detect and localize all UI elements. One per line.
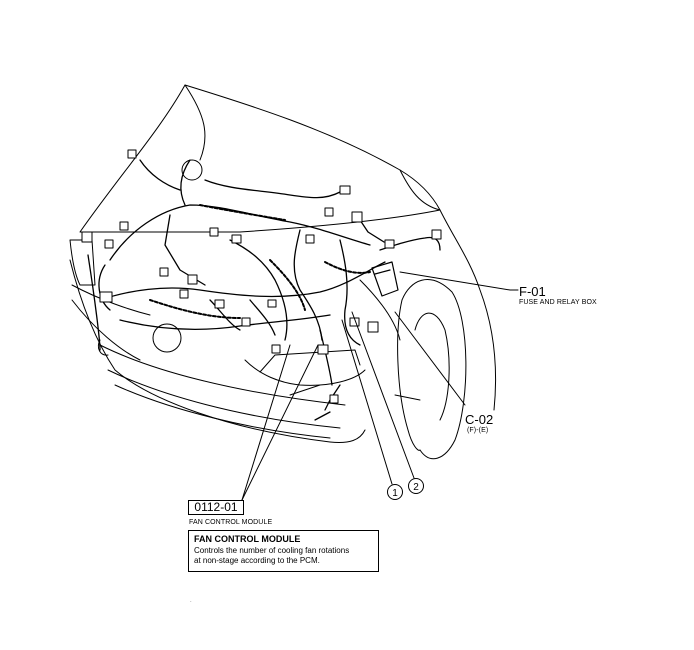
- module-name-label: FAN CONTROL MODULE: [189, 519, 273, 526]
- leader-module-a: [241, 344, 291, 501]
- connector-sub-label: (F)-(E): [467, 427, 489, 434]
- leader-f01: [399, 271, 519, 291]
- description-line: Controls the number of cooling fan rotat…: [194, 546, 350, 555]
- description-box: FAN CONTROL MODULE Controls the number o…: [188, 530, 379, 572]
- callout-circle-1-number: 1: [392, 488, 398, 499]
- leader-module-b: [241, 344, 319, 501]
- harness-tape: [149, 204, 371, 319]
- fuse-relay-box-shape: [371, 261, 399, 297]
- callout-circle-1: 1: [387, 484, 403, 500]
- stray-mark: .: [190, 598, 192, 604]
- fuse-relay-box-code: F-01: [519, 284, 546, 299]
- description-line: at non-stage according to the PCM.: [194, 556, 320, 565]
- description-title: FAN CONTROL MODULE: [194, 534, 301, 544]
- connectors: [81, 149, 442, 404]
- car-body-outline: [69, 84, 497, 460]
- callout-circle-2: 2: [408, 478, 424, 494]
- wiring-harness: [87, 159, 441, 421]
- connector-code: C-02: [465, 412, 494, 427]
- callout-circle-2-number: 2: [413, 482, 419, 493]
- leader-lines: [241, 271, 519, 501]
- fuse-relay-box-label: FUSE AND RELAY BOX: [519, 299, 597, 306]
- harness-loop: [97, 339, 109, 356]
- leader-c02: [394, 311, 466, 406]
- leader-circle-1: [341, 319, 393, 485]
- leader-circle-2: [351, 311, 415, 479]
- module-code-box: 0112-01: [188, 500, 244, 515]
- reservoir-cap: [181, 159, 203, 181]
